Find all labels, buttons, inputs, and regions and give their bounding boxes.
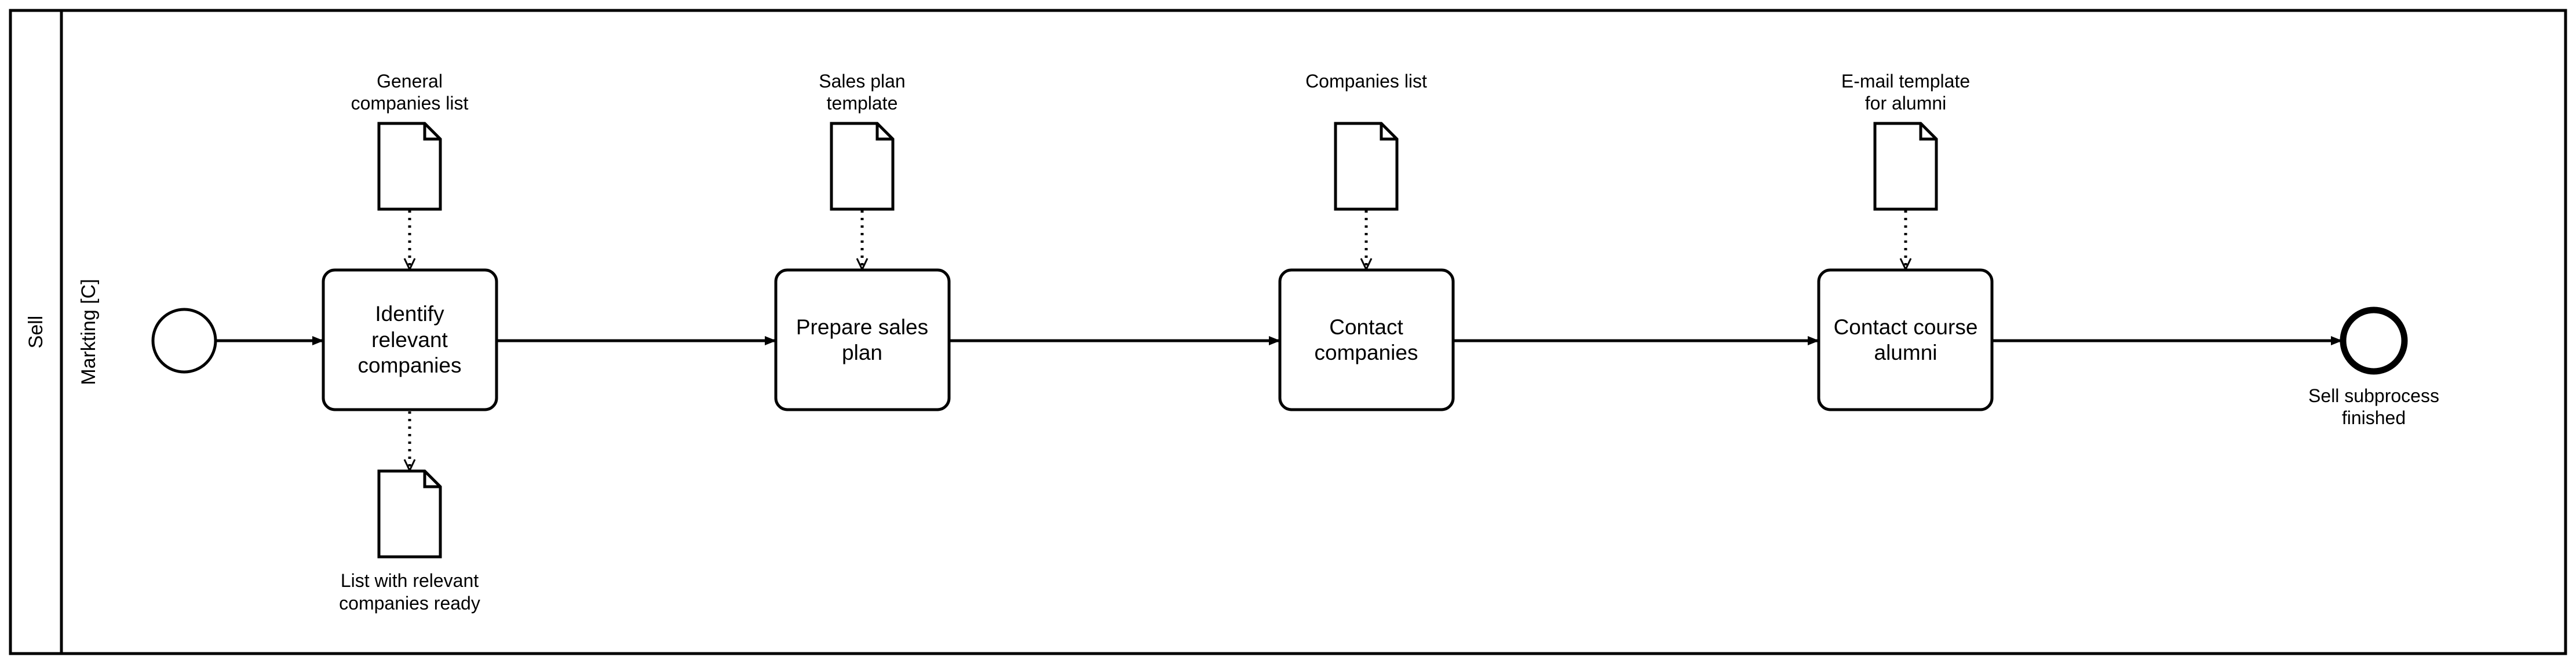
data-object-general-companies-list[interactable]: General companies list [351,71,469,211]
data-object-companies-list[interactable]: Companies list [1305,71,1427,211]
data-object-label-line-1: Sales plan [819,71,905,92]
task-label-line-2: relevant [371,328,448,352]
task-label-line-1: Contact [1329,315,1403,339]
task-label-line-1: Contact course [1834,315,1978,339]
task-label-line-3: companies [358,353,462,377]
task-label-line-2: companies [1315,341,1418,364]
end-event-label-line-2: finished [2342,407,2406,428]
data-object-label-line-2: companies list [351,93,469,114]
data-object-label-line-2: companies ready [339,593,480,614]
data-associations [410,210,1906,470]
task-contact-companies[interactable]: Contact companies [1278,268,1455,411]
pool-sell[interactable]: Sell [9,9,2567,655]
task-identify-relevant-companies[interactable]: Identify relevant companies [322,268,498,411]
data-object-label-line-2: template [827,93,898,114]
data-object-label-line-2: for alumni [1865,93,1947,114]
data-object-label-line-1: List with relevant [341,570,479,591]
pool-label: Sell [25,316,47,349]
data-object-email-template[interactable]: E-mail template for alumni [1841,71,1970,211]
task-contact-course-alumni[interactable]: Contact course alumni [1817,268,1994,411]
data-object-label-line-1: E-mail template [1841,71,1970,92]
data-object-relevant-companies-output[interactable]: List with relevant companies ready [339,469,480,614]
lane-marketing[interactable]: Markting [C] [78,279,100,385]
lane-label: Markting [C] [78,279,100,385]
data-object-label-line-1: General [377,71,443,92]
task-prepare-sales-plan[interactable]: Prepare sales plan [774,268,951,411]
task-label-line-1: Identify [375,302,444,326]
data-object-sales-plan-template[interactable]: Sales plan template [819,71,906,211]
task-label-line-2: alumni [1874,341,1938,364]
data-object-label-line-1: Companies list [1305,71,1427,92]
start-event[interactable] [151,308,217,374]
end-event[interactable]: Sell subprocess finished [2308,307,2439,428]
task-label-line-2: plan [842,341,882,364]
task-label-line-1: Prepare sales [796,315,928,339]
end-event-label-line-1: Sell subprocess [2308,385,2439,406]
